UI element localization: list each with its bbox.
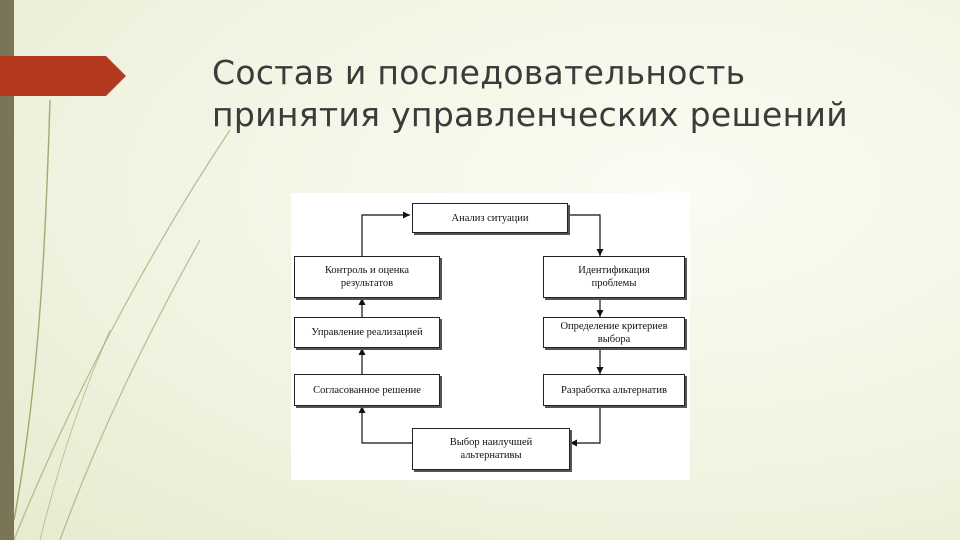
arrow-alternatives-to-best-choice — [570, 406, 601, 447]
node-implementation: Управление реализацией — [294, 317, 440, 348]
slide-title-line-1: Состав и последовательность — [212, 53, 746, 92]
node-identification: Идентификация проблемы — [543, 256, 685, 298]
arrow-analysis-to-identification — [568, 214, 604, 256]
node-agreed-decision: Согласованное решение — [294, 374, 440, 406]
left-accent-bar — [0, 0, 14, 540]
decision-process-diagram: Анализ ситуации Идентификация проблемы О… — [291, 193, 690, 480]
arrow-best-choice-to-agreed-decision — [358, 406, 412, 444]
node-control: Контроль и оценка результатов — [294, 256, 440, 298]
node-alternatives: Разработка альтернатив — [543, 374, 685, 406]
node-best-choice: Выбор наилучшей альтернативы — [412, 428, 570, 470]
slide-title: Состав и последовательность принятия упр… — [212, 52, 848, 136]
decorative-curves — [13, 99, 231, 540]
diagram-connectors — [358, 211, 604, 447]
node-analysis: Анализ ситуации — [412, 203, 568, 233]
slide-title-line-2: принятия управленческих решений — [212, 95, 848, 134]
node-criteria: Определение критериев выбора — [543, 317, 685, 348]
arrow-control-to-analysis — [361, 211, 410, 256]
title-accent-arrow-icon — [0, 56, 126, 96]
